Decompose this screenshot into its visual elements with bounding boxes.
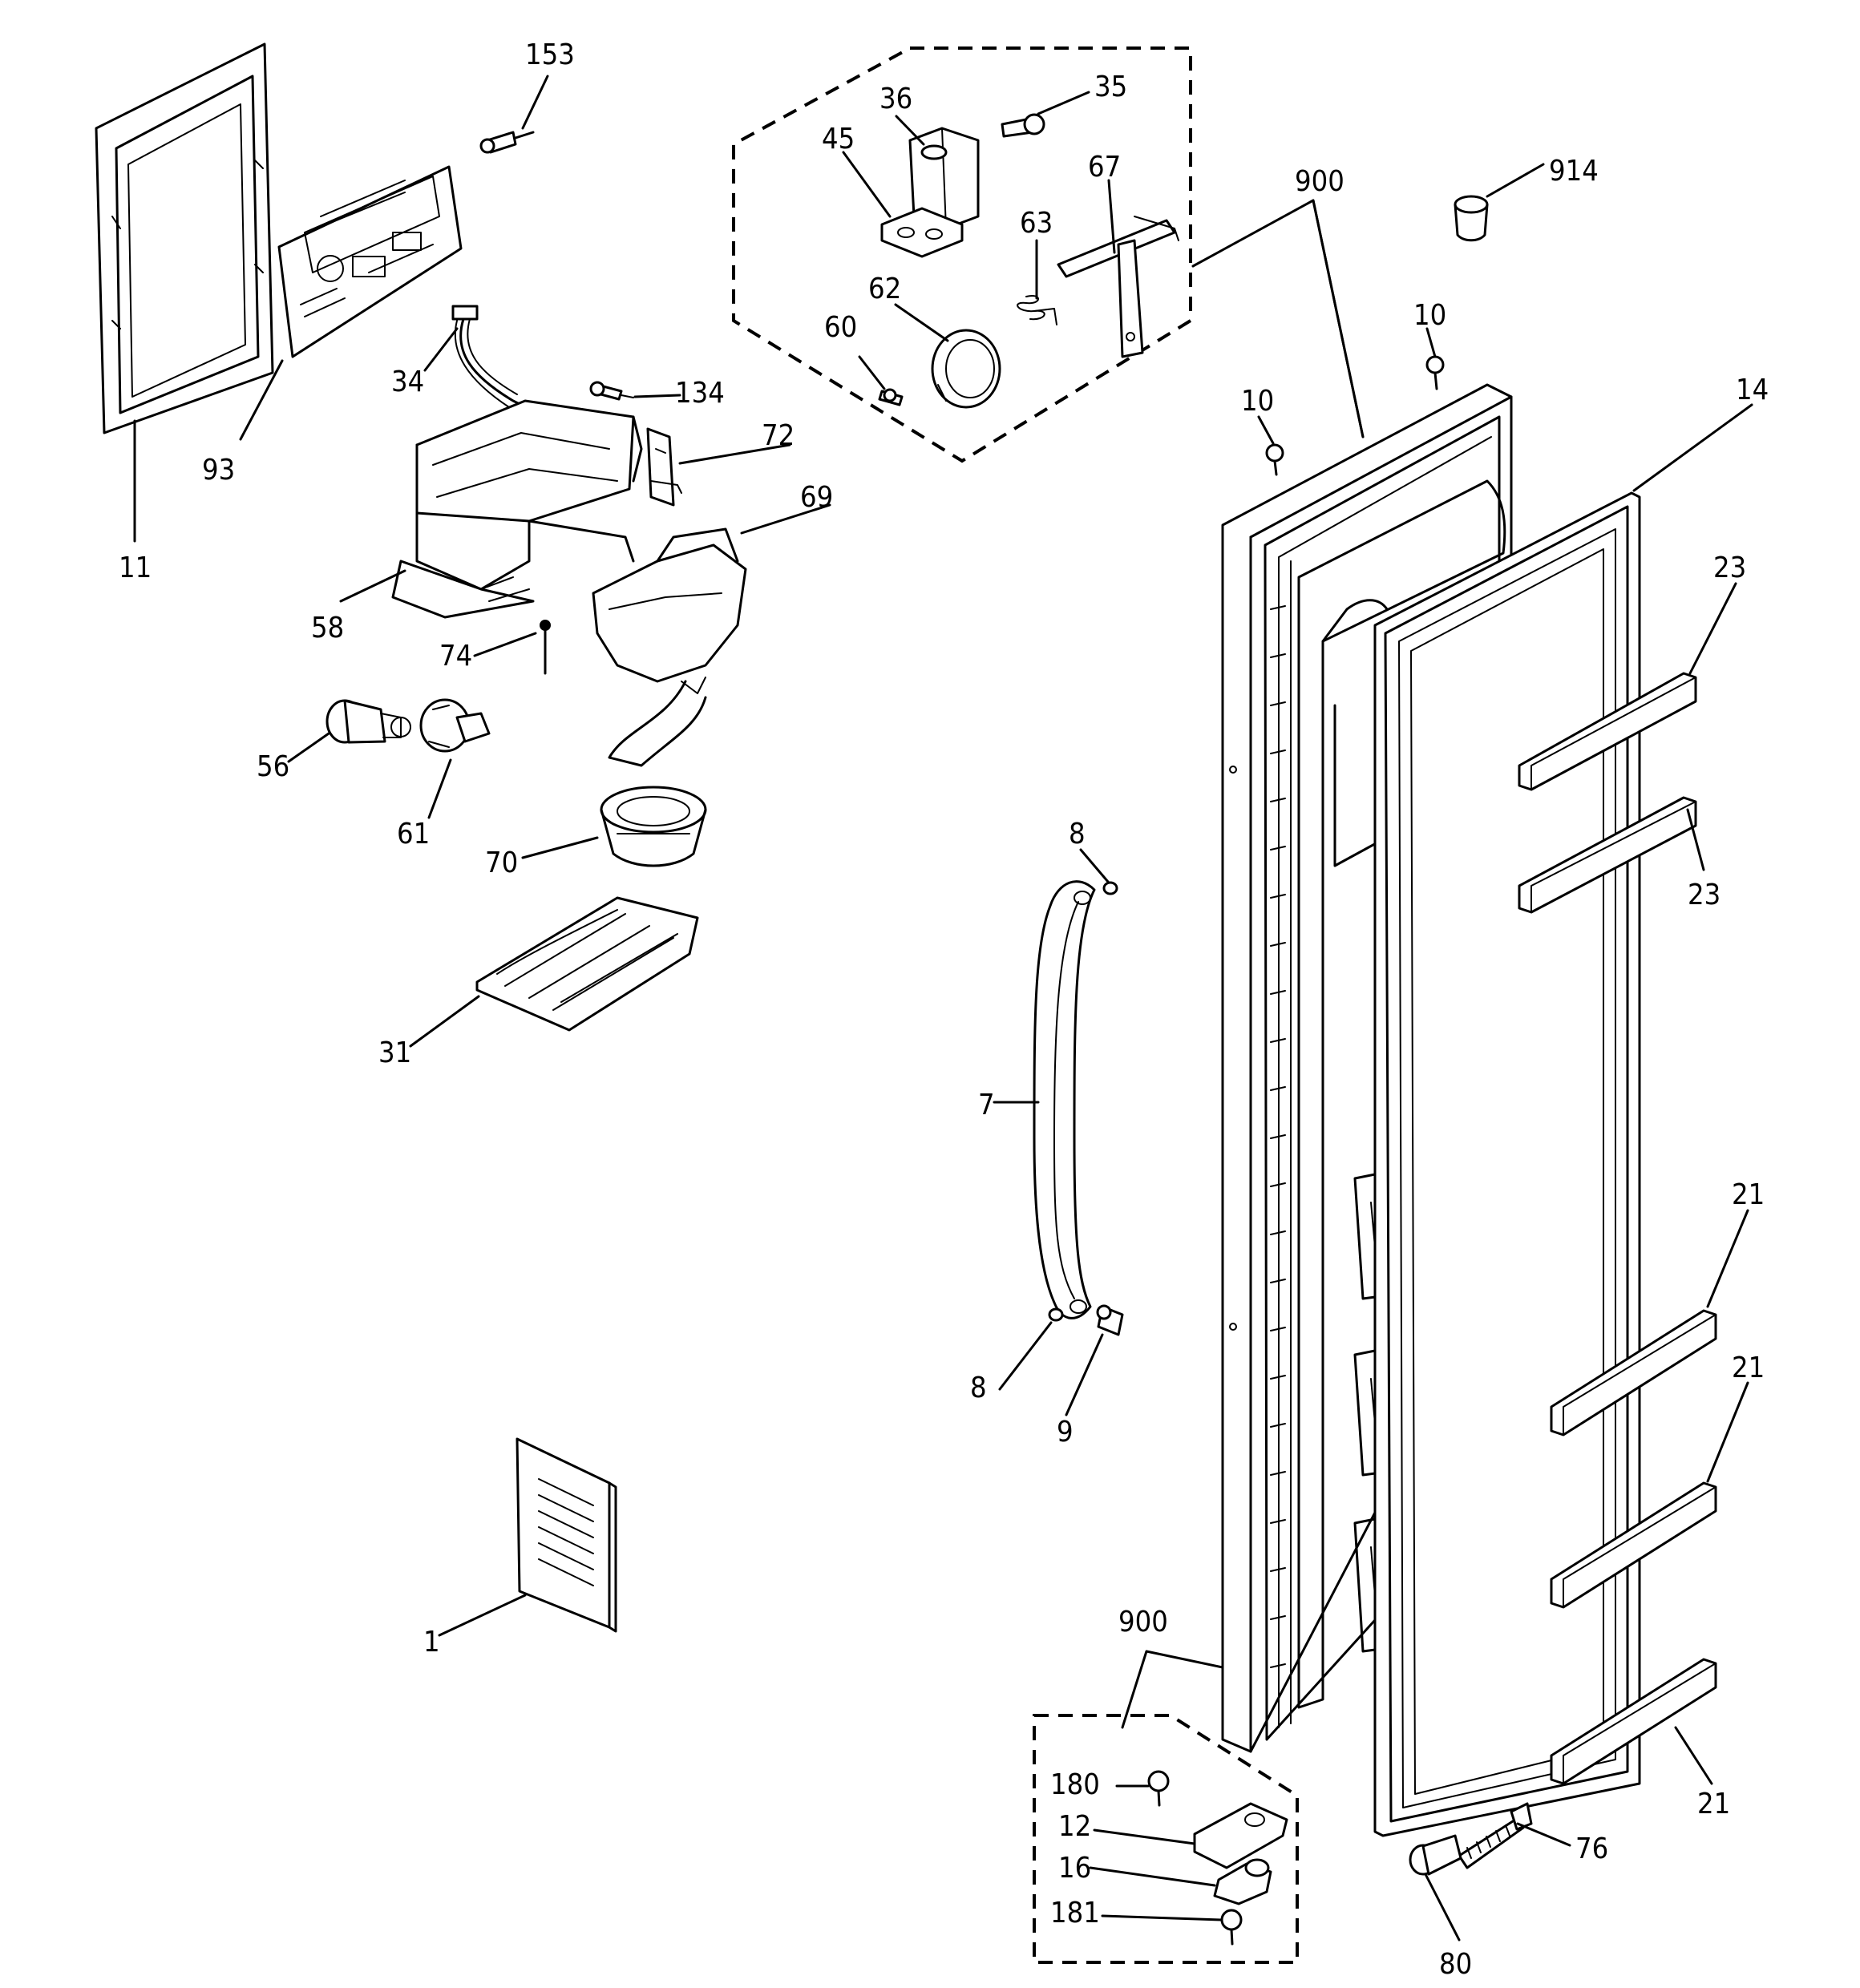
part-62-ring [931,329,1001,409]
part-9-mounting-stud [1096,1304,1124,1336]
valve-kit-group-boundary [732,46,1192,463]
label-62: 62 [868,273,901,305]
part-8-set-screw-upper [1102,881,1118,895]
part-8-set-screw-lower [1048,1307,1064,1322]
part-14-door-gasket [1373,491,1641,1837]
label-7: 7 [978,1089,995,1121]
part-74-pin [540,620,551,675]
part-7-door-handle [1033,880,1096,1319]
label-9: 9 [1057,1416,1074,1449]
label-70: 70 [485,847,518,879]
part-58-ice-chute-housing [391,399,643,619]
label-8-lower: 8 [970,1372,987,1404]
label-900-top: 900 [1295,165,1344,198]
part-31-drip-tray [475,896,699,1032]
label-61: 61 [397,818,430,851]
label-34: 34 [391,366,424,398]
part-69-chute-door [592,527,747,767]
label-36: 36 [879,83,912,115]
part-34-wire-harness [451,305,555,418]
part-60-screw [878,388,904,406]
part-35-screw [1001,113,1045,138]
part-23-rail-lower [1518,796,1697,914]
part-76-water-tube [1458,1802,1533,1869]
label-180: 180 [1050,1768,1100,1801]
label-76: 76 [1575,1832,1608,1865]
part-63-spring [1017,294,1057,325]
label-23-upper: 23 [1713,552,1746,584]
label-10-lower: 10 [1241,385,1274,418]
part-11-dispenser-frame [95,42,274,434]
part-80-fitting [1409,1834,1462,1876]
label-67: 67 [1088,151,1121,184]
part-23-rail-upper [1518,672,1697,791]
label-23-lower: 23 [1688,879,1720,911]
part-45-bracket [880,207,964,258]
part-72-switch [646,427,682,507]
label-12: 12 [1058,1810,1091,1843]
part-180-screw [1147,1770,1170,1807]
part-134-screw [589,381,634,401]
part-10-screw-lower [1265,443,1284,476]
label-134: 134 [675,377,725,410]
part-56-coupling [326,699,411,744]
label-11: 11 [119,552,152,584]
hinge-kit-group-boundary [1033,1714,1299,1964]
label-72: 72 [762,419,795,452]
label-900-bottom: 900 [1118,1606,1168,1638]
label-1: 1 [423,1626,440,1659]
part-61-gear [419,698,491,753]
part-12-hinge-bracket [1193,1802,1288,1869]
part-914-cap [1454,195,1489,242]
label-14: 14 [1736,374,1769,406]
label-21-middle: 21 [1732,1352,1765,1384]
label-80: 80 [1439,1948,1472,1981]
label-93: 93 [202,454,235,487]
part-93-control-board [277,165,463,358]
part-16-hinge-pin [1213,1858,1272,1905]
label-181: 181 [1050,1897,1100,1929]
callout-labels: 153 11 93 34 134 72 69 58 74 56 61 70 31… [119,38,1769,1981]
part-21-rail-1 [1550,1309,1717,1436]
label-21-lower: 21 [1697,1788,1730,1820]
label-74: 74 [439,640,472,673]
label-8-upper: 8 [1069,818,1086,851]
part-21-rail-3 [1550,1658,1717,1785]
label-16: 16 [1058,1852,1091,1885]
label-914: 914 [1549,155,1599,188]
label-35: 35 [1094,71,1127,103]
label-63: 63 [1020,207,1053,240]
label-31: 31 [378,1036,411,1069]
label-45: 45 [822,123,855,156]
label-58: 58 [311,612,344,644]
label-153: 153 [525,38,575,71]
label-10-upper: 10 [1413,299,1446,332]
part-36-solenoid [908,127,980,230]
part-21-rail-2 [1550,1481,1717,1609]
label-21-upper: 21 [1732,1178,1765,1211]
part-70-bearing [600,786,707,867]
label-56: 56 [257,750,289,783]
label-69: 69 [800,481,833,514]
part-153-screw [479,131,535,154]
part-1-manual [516,1437,617,1633]
part-67-actuator [1057,216,1179,358]
part-181-screw [1220,1909,1243,1946]
leader-lines [133,75,1753,1942]
label-60: 60 [824,311,857,344]
part-10-screw-upper [1425,355,1445,390]
